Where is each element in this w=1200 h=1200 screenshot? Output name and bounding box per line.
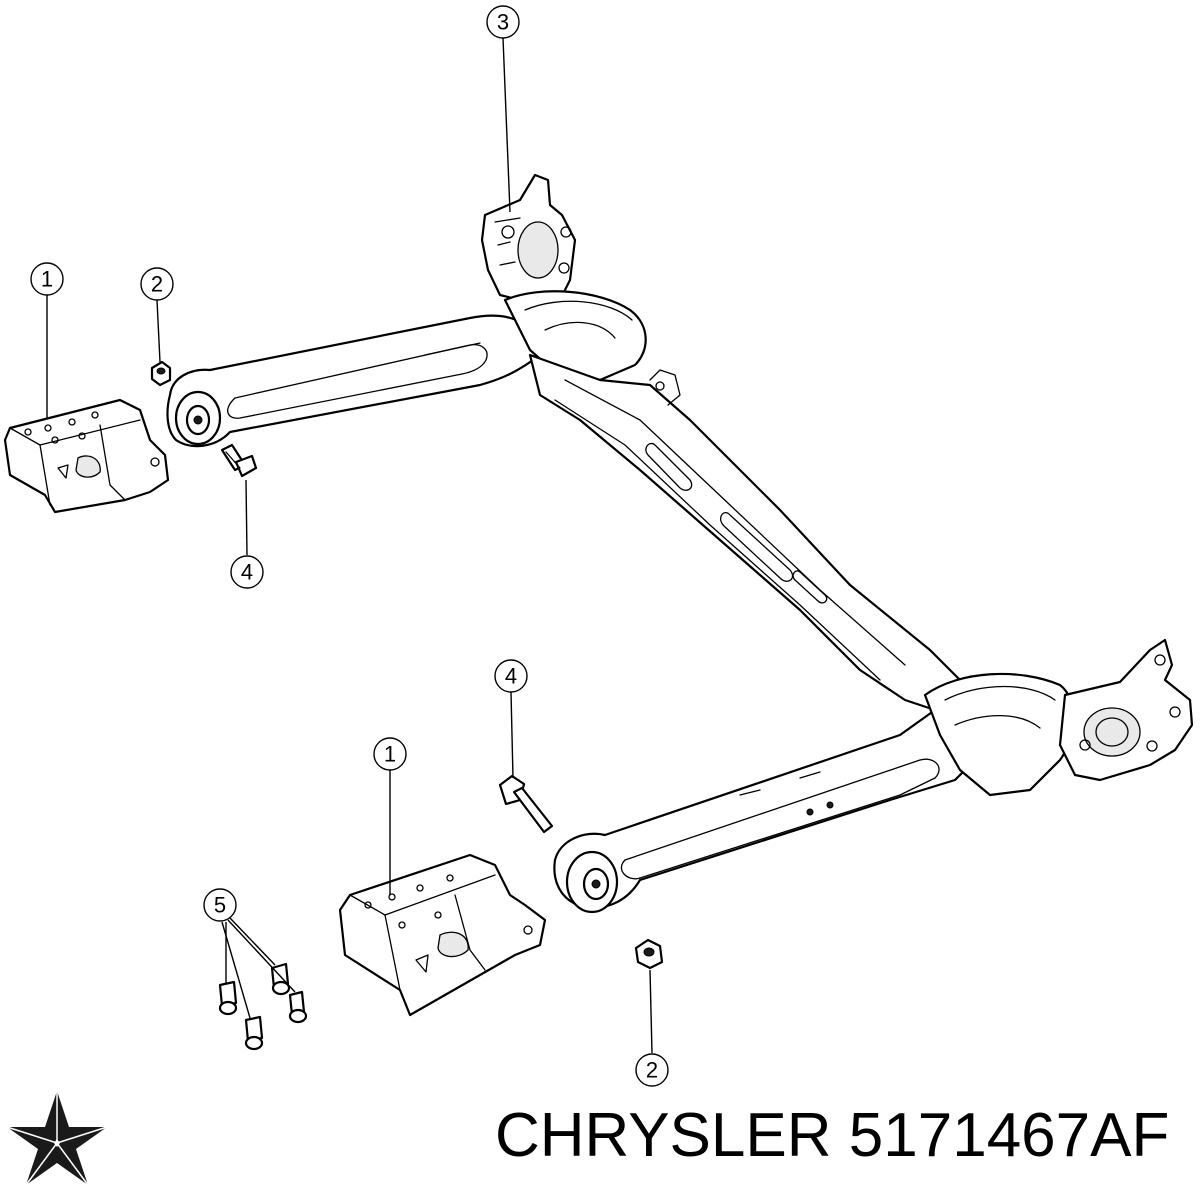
callout-2-lower: 2 [635, 1053, 669, 1087]
rear-axle-beam-assembly [166, 173, 1194, 914]
svg-text:1: 1 [384, 742, 396, 767]
callout-1-upper: 1 [30, 262, 64, 296]
svg-text:3: 3 [497, 10, 509, 35]
nut-upper [150, 360, 172, 387]
isolator-bracket-lower [338, 853, 547, 1017]
callout-1-lower: 1 [373, 737, 407, 771]
brand-name: CHRYSLER [495, 1101, 832, 1170]
svg-text:4: 4 [241, 560, 253, 585]
lower-trailing-arm [553, 708, 977, 909]
part-caption: CHRYSLER 5171467AF [495, 1105, 1169, 1167]
svg-text:1: 1 [41, 267, 53, 292]
svg-text:5: 5 [214, 893, 226, 918]
leader-lines [46, 37, 653, 1054]
part-number: 5171467AF [848, 1101, 1170, 1170]
svg-text:4: 4 [505, 664, 517, 689]
nut-lower [634, 938, 664, 970]
chrysler-pentastar-logo-icon [6, 1091, 108, 1186]
bolt-set [218, 962, 308, 1051]
callout-4-upper: 4 [230, 555, 264, 589]
lower-spindle-bracket [1058, 638, 1194, 782]
isolator-bracket-upper [3, 398, 170, 514]
callout-2-upper: 2 [140, 267, 174, 301]
callout-5: 5 [203, 888, 237, 922]
callout-3: 3 [486, 5, 520, 39]
svg-text:2: 2 [151, 272, 163, 297]
svg-text:2: 2 [646, 1058, 658, 1083]
bolt-lower [498, 774, 554, 834]
upper-trailing-arm [166, 314, 542, 448]
callout-4-lower: 4 [494, 659, 528, 693]
bolt-upper [220, 443, 258, 478]
